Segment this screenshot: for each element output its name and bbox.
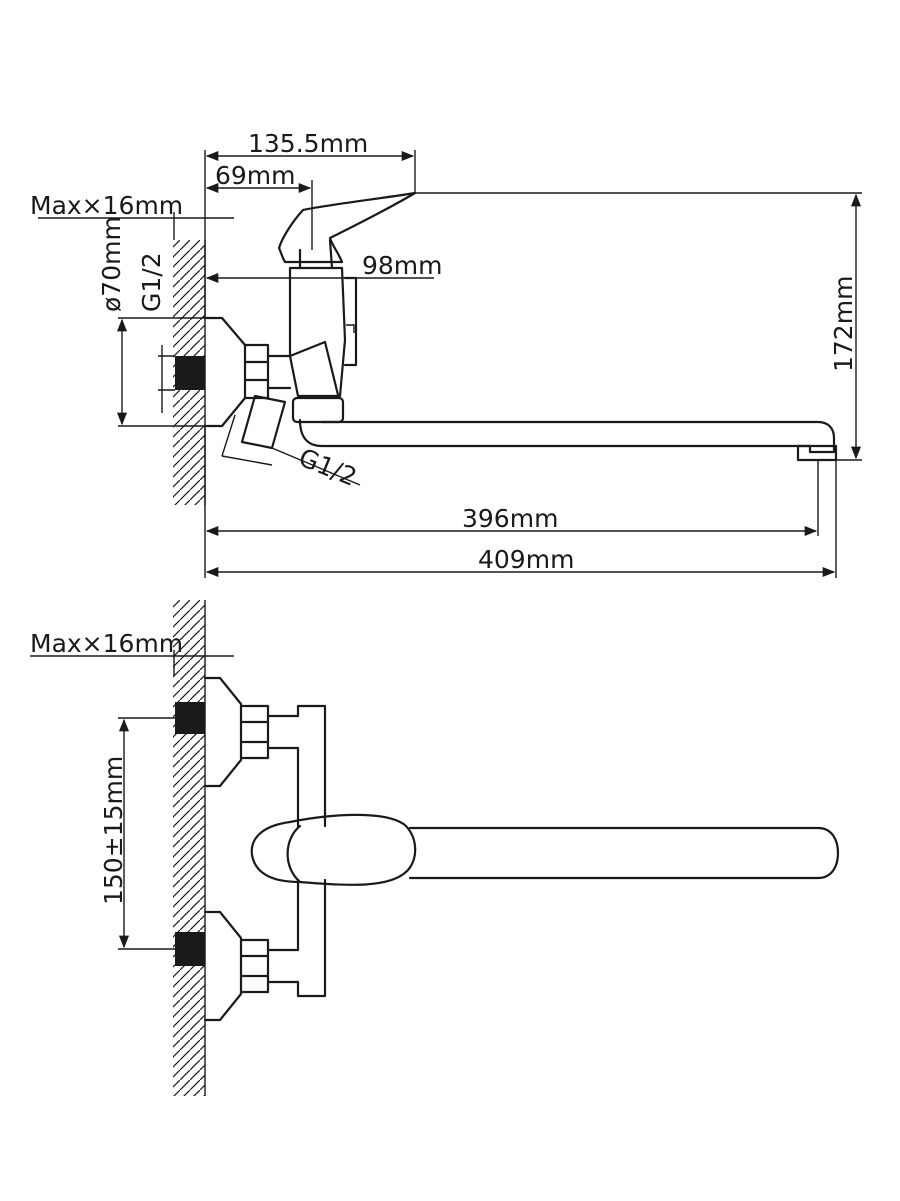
upper-inlet-pipe: [175, 702, 205, 734]
side-view: 135.5mm 69mm Max×16mm ø70mm G1/2 98mm 17…: [30, 129, 862, 578]
dim-label-409: 409mm: [478, 545, 574, 574]
dim-label-inlet: G1/2: [137, 252, 166, 312]
dim-label-69: 69mm: [215, 161, 296, 190]
front-view: Max×16mm 150±15mm: [30, 600, 840, 1096]
dim-label-396: 396mm: [462, 504, 558, 533]
wall-hatch-front: [173, 600, 205, 1096]
body-lever-side: [288, 340, 340, 397]
body-side-panel: [343, 276, 358, 367]
flange-side: [203, 316, 247, 428]
dim-label-outlet: G1/2: [295, 443, 361, 492]
lower-connector: [266, 948, 300, 984]
outlet-dim-line-b: [221, 455, 273, 466]
outlet-thread-line: [271, 447, 361, 486]
dim-label-135: 135.5mm: [248, 129, 368, 158]
lower-hex-nut: [239, 938, 270, 994]
body-side-tab: [346, 324, 355, 333]
lower-flange: [203, 910, 243, 1022]
upper-hex-nut: [239, 704, 270, 760]
outlet-thread-side: [240, 394, 287, 450]
dim-label-max16-front: Max×16mm: [30, 629, 183, 658]
body-side: [288, 266, 347, 398]
diverter-ring-side: [291, 396, 345, 424]
dim-label-flange: ø70mm: [97, 216, 126, 312]
body-front: [296, 704, 327, 998]
dim-label-150: 150±15mm: [99, 756, 128, 905]
inlet-pipe-side: [175, 356, 205, 390]
spout-side: [298, 418, 836, 454]
dim-label-172: 172mm: [829, 276, 858, 372]
dim-label-98: 98mm: [362, 251, 443, 280]
aerator-side: [796, 444, 838, 462]
outlet-dim-line-a: [221, 414, 236, 457]
handle-stem-side: [298, 238, 334, 270]
upper-connector: [266, 714, 300, 750]
spout-front: [408, 826, 840, 880]
lower-inlet-pipe: [175, 932, 205, 966]
handle-front-inner: [286, 824, 302, 884]
upper-flange: [203, 676, 243, 788]
dim-label-max16-side: Max×16mm: [30, 191, 183, 220]
handle-front: [250, 813, 417, 886]
hex-nut-side: [243, 343, 270, 400]
connector-side: [266, 354, 292, 390]
